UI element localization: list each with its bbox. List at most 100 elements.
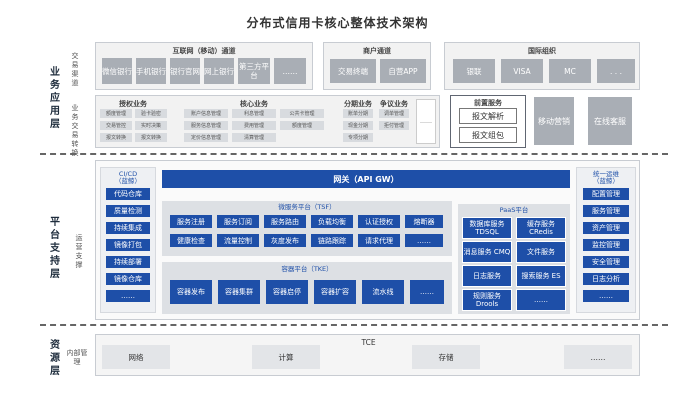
ops-title: 统一运维 xyxy=(593,170,619,178)
tsf-auth: 认证授权 xyxy=(358,215,400,228)
ops-support-label: 运营支撑 xyxy=(75,234,83,269)
api-gateway: 网关（API GW） xyxy=(162,170,570,188)
intl-org-panel: 国际组织 银联 VISA MC . . . xyxy=(444,42,640,90)
tsf-trace: 链路跟踪 xyxy=(311,234,353,247)
intl-more: . . . xyxy=(597,59,635,83)
tsf-gray-release: 灰度发布 xyxy=(264,234,306,247)
paas-file-service: 文件服务 xyxy=(516,241,566,263)
tsf-health-check: 健康检查 xyxy=(170,234,212,247)
tsf-request-proxy: 请求代理 xyxy=(358,234,400,247)
dispute-business-title: 争议业务 xyxy=(380,100,408,108)
tsf-circuit-breaker: 熔断器 xyxy=(405,215,443,228)
intl-org-title: 国际组织 xyxy=(528,47,556,55)
installment-item: 专项分期 xyxy=(343,133,373,142)
tce-compute: 计算 xyxy=(252,345,320,369)
business-layer-label: 业务应用层 xyxy=(50,67,60,130)
channel-third-party: 第三方平台 xyxy=(238,58,270,84)
auth-item: 交易管控 xyxy=(100,121,132,130)
internet-channel-title: 互联网（移动）通道 xyxy=(172,47,236,55)
merchant-channel-title: 商户通道 xyxy=(363,47,391,55)
tsf-load-balance: 负载均衡 xyxy=(311,215,353,228)
front-service-title: 前置服务 xyxy=(474,99,502,107)
tsf-more: …… xyxy=(405,234,443,247)
tce-storage: 存储 xyxy=(412,345,480,369)
paas-drools: 规则服务 Drools xyxy=(462,289,512,311)
tke-container-publish: 容器发布 xyxy=(170,280,212,304)
ops-service-mgmt: 服务管理 xyxy=(583,205,629,217)
internet-channel-panel: 互联网（移动）通道 微信银行 手机银行 银行官网 网上银行 第三方平台 …… xyxy=(95,42,313,90)
core-item: 服务信息管理 xyxy=(184,121,228,130)
auth-item: 报文转换 xyxy=(135,133,167,142)
intl-visa: VISA xyxy=(501,59,543,83)
cicd-code-repo: 代码仓库 xyxy=(106,188,150,200)
mobile-marketing: 移动营销 xyxy=(534,97,574,145)
cicd-image-repo: 镜像仓库 xyxy=(106,273,150,285)
front-pack-message: 报文组包 xyxy=(459,127,517,143)
cicd-image-pack: 镜像打包 xyxy=(106,239,150,251)
tsf-service-register: 服务注册 xyxy=(170,215,212,228)
ops-log-analysis: 日志分析 xyxy=(583,273,629,285)
ops-subtitle: （蓝鲸） xyxy=(593,177,619,185)
tsf-service-route: 服务路由 xyxy=(264,215,306,228)
business-forward-label: 业务交易转换 xyxy=(71,104,79,157)
auth-item: 实时决策 xyxy=(135,121,167,130)
paas-cmq: 消息服务 CMQ xyxy=(462,241,512,263)
tsf-panel: 微服务平台（TSF） 服务注册 服务订阅 服务路由 负载均衡 认证授权 熔断器 … xyxy=(162,201,452,256)
front-parse-message: 报文解析 xyxy=(459,108,517,124)
channel-wechat-bank: 微信银行 xyxy=(102,58,132,84)
trade-channel-label: 交易渠道 xyxy=(71,52,79,87)
cicd-continuous-integration: 持续集成 xyxy=(106,222,150,234)
auth-item: 验卡验密 xyxy=(135,109,167,118)
paas-panel: PaaS平台 数据库服务 TDSQL 缓存服务 CRedis 消息服务 CMQ … xyxy=(458,204,570,314)
ops-more: …… xyxy=(583,290,629,302)
ops-panel: 统一运维 （蓝鲸） 配置管理 服务管理 资产管理 监控管理 安全管理 日志分析 … xyxy=(576,167,636,313)
tke-more: …… xyxy=(410,280,444,304)
auth-item: 额度管理 xyxy=(100,109,132,118)
cicd-title: CI/CD xyxy=(118,170,138,178)
core-business-title: 核心业务 xyxy=(240,100,268,108)
channel-online-bank: 网上银行 xyxy=(204,58,234,84)
auth-business-title: 授权业务 xyxy=(119,100,147,108)
tsf-service-subscribe: 服务订阅 xyxy=(217,215,259,228)
channel-more: …… xyxy=(274,58,306,84)
front-service-panel: 前置服务 报文解析 报文组包 xyxy=(450,95,526,148)
separator-platform-resource xyxy=(40,324,668,326)
cicd-panel: CI/CD （蓝鲸） 代码仓库 质量检测 持续集成 镜像打包 持续部署 镜像仓库… xyxy=(100,167,156,313)
tsf-title: 微服务平台（TSF） xyxy=(278,203,336,211)
intl-mastercard: MC xyxy=(549,59,591,83)
tke-title: 容器平台（TKE） xyxy=(281,265,333,273)
auth-item: 报文转换 xyxy=(100,133,132,142)
internal-mgmt-label: 内部管理 xyxy=(66,349,88,366)
cicd-quality-check: 质量检测 xyxy=(106,205,150,217)
channel-trade-terminal: 交易终端 xyxy=(330,59,376,83)
cicd-continuous-deploy: 持续部署 xyxy=(106,256,150,268)
tke-container-cluster: 容器集群 xyxy=(218,280,260,304)
paas-title: PaaS平台 xyxy=(499,206,529,214)
core-item: 公共卡管理 xyxy=(280,109,324,118)
tce-network: 网络 xyxy=(102,345,170,369)
cicd-more: …… xyxy=(106,290,150,302)
core-item: 账户信息管理 xyxy=(184,109,228,118)
separator-business-platform xyxy=(40,153,668,155)
channel-self-app: 自营APP xyxy=(380,59,426,83)
tke-pipeline: 流水线 xyxy=(362,280,404,304)
paas-log-service: 日志服务 xyxy=(462,265,512,287)
installment-item: 账单分期 xyxy=(343,109,373,118)
dispute-item: 调单管理 xyxy=(379,109,409,118)
installment-item: 现金分期 xyxy=(343,121,373,130)
channel-bank-website: 银行官网 xyxy=(170,58,200,84)
business-more: …… xyxy=(416,99,436,144)
installment-business-title: 分期业务 xyxy=(344,100,372,108)
ops-monitor-mgmt: 监控管理 xyxy=(583,239,629,251)
resource-layer-label: 资源层 xyxy=(50,340,60,377)
core-item: 清算管理 xyxy=(232,133,276,142)
ops-security-mgmt: 安全管理 xyxy=(583,256,629,268)
dispute-item: 拒付管理 xyxy=(379,121,409,130)
core-item: 费用管理 xyxy=(232,121,276,130)
paas-tdsql: 数据库服务 TDSQL xyxy=(462,217,512,239)
online-service: 在线客服 xyxy=(588,97,632,145)
paas-es: 搜索服务 ES xyxy=(516,265,566,287)
platform-layer-label: 平台支持层 xyxy=(50,217,60,280)
core-item: 定价信息管理 xyxy=(184,133,228,142)
tke-container-start-stop: 容器启停 xyxy=(266,280,308,304)
